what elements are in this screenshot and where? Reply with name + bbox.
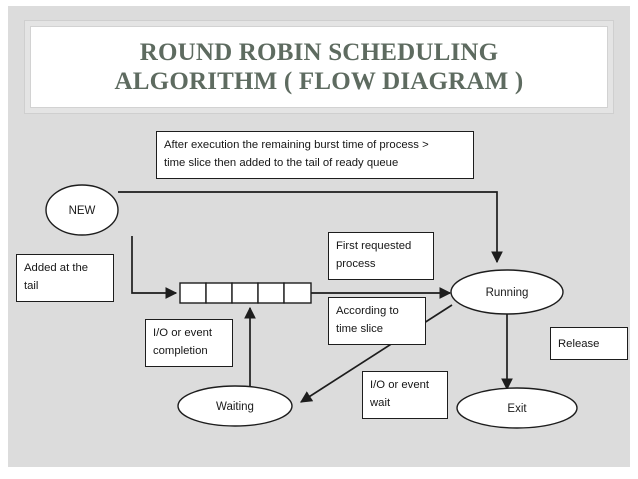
edge-new-to-running xyxy=(118,191,503,264)
annotation-first-requested-process: First requested process xyxy=(328,232,434,280)
node-running-label: Running xyxy=(486,287,529,299)
node-waiting[interactable] xyxy=(177,385,293,427)
node-exit-label: Exit xyxy=(507,403,527,415)
annotation-io-or-event-completion: I/O or event completion xyxy=(145,319,233,367)
node-running[interactable] xyxy=(450,269,564,315)
annotation-preempt-note: After execution the remaining burst time… xyxy=(156,131,474,179)
annotation-according-to-time-slice: According to time slice xyxy=(328,297,426,345)
title-frame: ROUND ROBIN SCHEDULING ALGORITHM ( FLOW … xyxy=(24,20,614,114)
title-inner-frame: ROUND ROBIN SCHEDULING ALGORITHM ( FLOW … xyxy=(30,26,608,108)
queue-cell xyxy=(283,282,312,304)
edge-running-to-waiting xyxy=(299,304,453,403)
queue-cell xyxy=(231,282,259,304)
queue-cell xyxy=(257,282,285,304)
page-title: ROUND ROBIN SCHEDULING ALGORITHM ( FLOW … xyxy=(114,38,524,96)
node-waiting-label: Waiting xyxy=(216,401,254,413)
queue-cell xyxy=(205,282,233,304)
annotation-added-at-tail: Added at the tail xyxy=(16,254,114,302)
annotation-io-or-event-wait: I/O or event wait xyxy=(362,371,448,419)
node-new[interactable] xyxy=(45,184,119,236)
node-exit[interactable] xyxy=(456,387,578,429)
slide-canvas: ROUND ROBIN SCHEDULING ALGORITHM ( FLOW … xyxy=(8,6,630,467)
node-new-label: NEW xyxy=(69,205,96,217)
edge-new-to-queue xyxy=(131,236,178,299)
queue-cell xyxy=(179,282,207,304)
annotation-release: Release xyxy=(550,327,628,360)
node-ready-queue[interactable] xyxy=(179,282,312,304)
